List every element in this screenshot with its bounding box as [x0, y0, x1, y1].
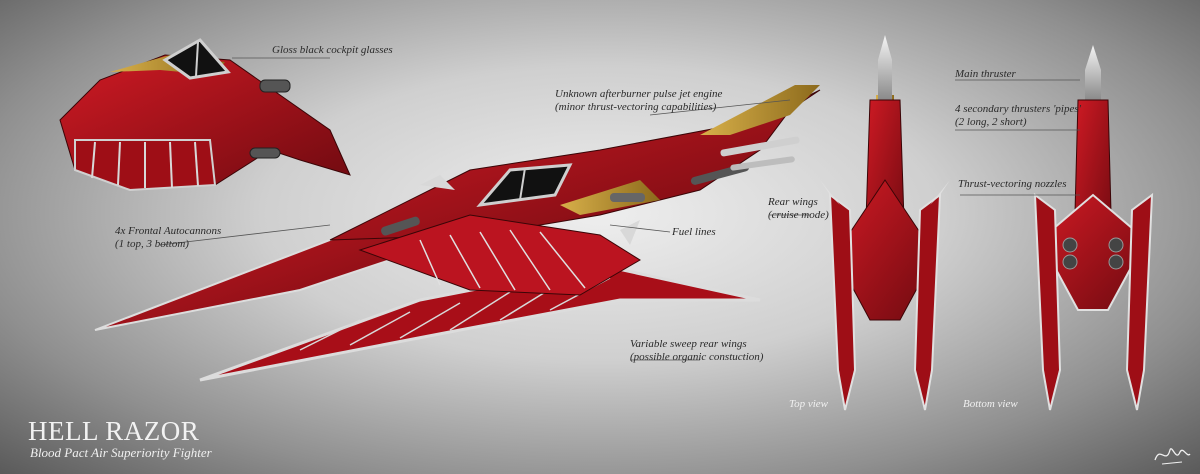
artist-signature — [1154, 448, 1191, 465]
annotation-secondary-line1: 4 secondary thrusters 'pipes' — [955, 103, 1082, 115]
annotation-secondary-line2: (2 long, 2 short) — [955, 116, 1027, 128]
top-view-ship — [820, 35, 950, 411]
cockpit-closeup — [59, 38, 351, 192]
bottom-view-label: Bottom view — [963, 398, 1018, 410]
annotation-rear-wings: Rear wings (cruise mode) — [768, 196, 829, 222]
leader-lines — [159, 57, 1080, 361]
annotation-engine-line2: (minor thrust-vectoring capabilities) — [555, 101, 717, 113]
page-subtitle: Blood Pact Air Superiority Fighter — [30, 445, 212, 460]
annotation-cockpit: Gloss black cockpit glasses — [272, 44, 393, 56]
bottom-view-ship — [1033, 45, 1154, 411]
annotation-rear-wings-line2: (cruise mode) — [768, 209, 829, 221]
annotation-sweep-wings-line1: Variable sweep rear wings — [630, 338, 747, 350]
annotation-engine-line1: Unknown afterburner pulse jet engine — [555, 88, 723, 100]
annotation-nozzles: Thrust-vectoring nozzles — [958, 178, 1067, 190]
annotation-rear-wings-line1: Rear wings — [768, 196, 818, 208]
annotation-fuel-lines: Fuel lines — [672, 226, 716, 238]
annotation-main-thruster: Main thruster — [955, 68, 1016, 80]
annotation-cannons-line1: 4x Frontal Autocannons — [115, 225, 222, 237]
annotation-engine: Unknown afterburner pulse jet engine (mi… — [555, 88, 722, 114]
top-view-label: Top view — [789, 398, 829, 410]
annotation-cannons: 4x Frontal Autocannons (1 top, 3 bottom) — [115, 225, 221, 251]
annotation-cannons-line2: (1 top, 3 bottom) — [115, 238, 189, 250]
page-title: HELL RAZOR — [28, 416, 200, 446]
annotation-secondary-thrusters: 4 secondary thrusters 'pipes' (2 long, 2… — [955, 103, 1081, 129]
annotation-sweep-wings: Variable sweep rear wings (possible orga… — [630, 338, 763, 364]
annotation-sweep-wings-line2: (possible organic constuction) — [630, 351, 764, 363]
perspective-view — [94, 85, 821, 382]
